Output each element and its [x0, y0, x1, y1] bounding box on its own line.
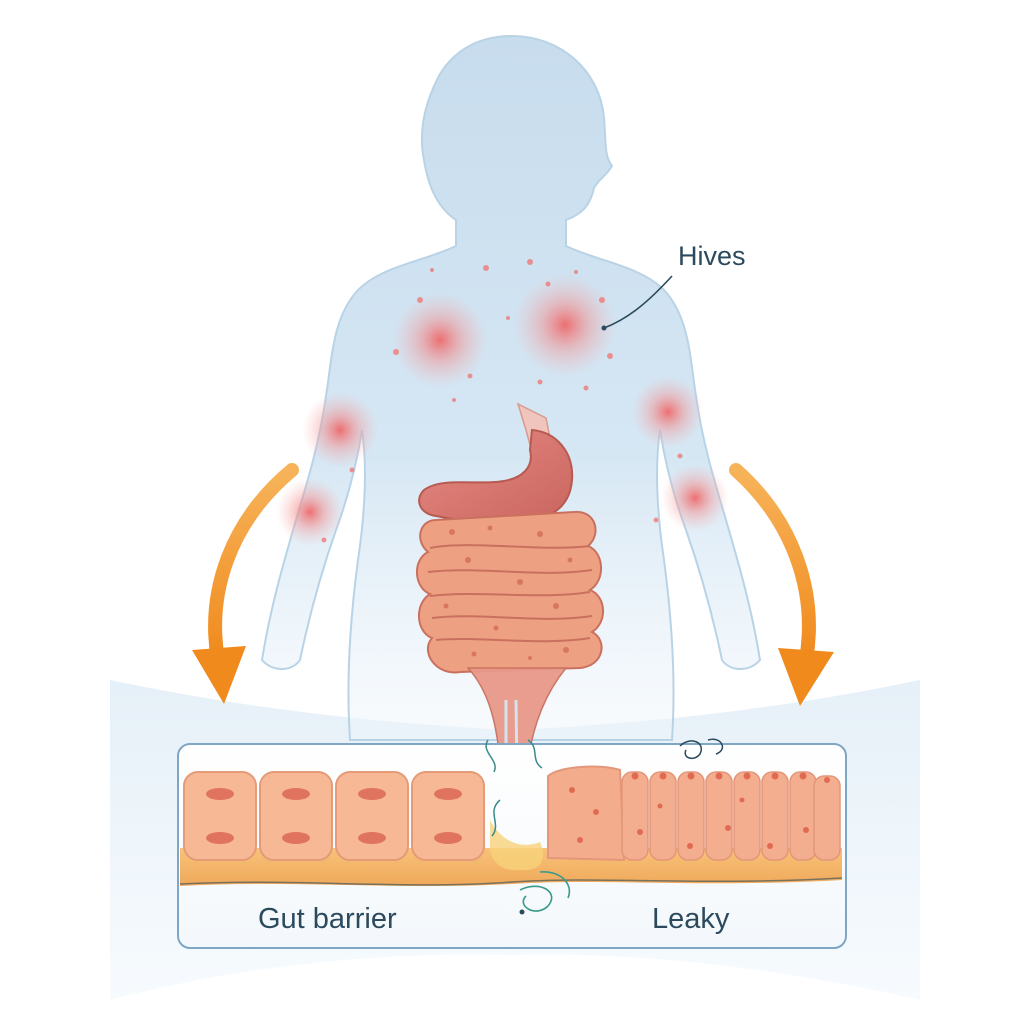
leaky-cell — [705, 771, 733, 861]
intestines — [416, 510, 604, 674]
human-silhouette — [260, 34, 762, 741]
leaky-cell — [677, 771, 705, 861]
leaky-cells — [547, 765, 841, 862]
healthy-cells — [183, 771, 485, 861]
leaky-cell — [621, 771, 649, 861]
hives-label: Hives — [678, 241, 746, 271]
leaky-cell — [733, 771, 761, 861]
gut-barrier-panel: Gut barrier Leaky — [177, 738, 847, 949]
healthy-cell — [411, 771, 485, 861]
leaky-cell — [789, 771, 817, 861]
stomach — [418, 428, 574, 524]
healthy-cell — [335, 771, 409, 861]
hives-leader-line — [603, 275, 673, 329]
leaky-cell — [761, 771, 789, 861]
healthy-cell — [259, 771, 333, 861]
leaky-cell — [813, 775, 841, 861]
hives-rash — [276, 259, 729, 546]
gut-barrier-label: Gut barrier — [258, 903, 397, 935]
healthy-cell — [183, 771, 257, 861]
barrier-gap-leak — [485, 738, 724, 915]
leaky-label: Leaky — [652, 903, 730, 935]
leaky-cell — [649, 771, 677, 861]
arrow-left-icon — [192, 463, 299, 704]
arrow-right-icon — [729, 463, 834, 706]
hives-callout: Hives — [601, 241, 746, 331]
